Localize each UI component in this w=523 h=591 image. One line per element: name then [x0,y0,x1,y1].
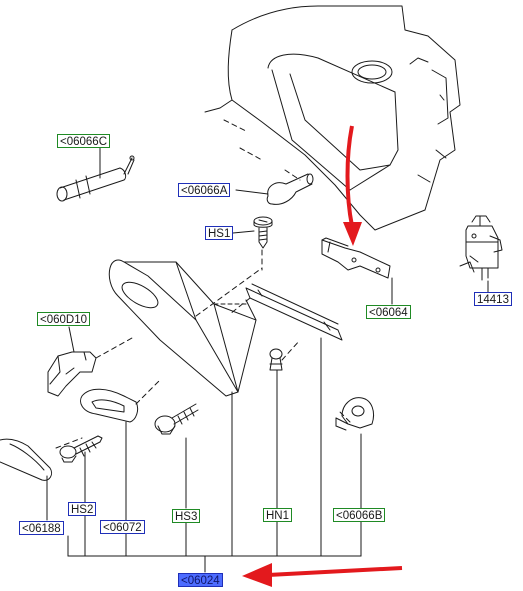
label-hs3[interactable]: HS3 [172,509,201,523]
switch-14413-part [459,215,503,281]
glovebox-06024-part [108,259,257,397]
screw-hs2-part [59,435,103,463]
red-arrow-left-head [242,563,272,587]
screw-hs1-part [253,216,273,249]
bumper-06072-part [80,388,139,423]
screw-hs3-part [154,403,199,435]
leader-lines [46,147,489,573]
label-06066b[interactable]: <06066B [333,508,386,522]
latch-060d10-part [47,351,97,397]
label-060d10[interactable]: <060D10 [37,312,90,326]
red-arrows [242,125,403,587]
clip-hn1-part [269,348,283,371]
hook-06066b-part [335,397,375,431]
bracket-06064-part [321,237,391,279]
label-14413[interactable]: 14413 [474,292,512,306]
red-arrow-down-head [343,222,362,246]
label-hs2[interactable]: HS2 [68,502,97,516]
label-06188[interactable]: <06188 [19,521,64,535]
label-06072[interactable]: <06072 [100,520,145,534]
pad-06188-part [0,438,53,481]
red-arrow-down [345,125,354,227]
label-06066c[interactable]: <06066C [57,134,110,148]
label-06064[interactable]: <06064 [366,305,411,319]
dashboard-outline [204,5,461,231]
pivot-06066a-part [266,173,314,205]
label-06024[interactable]: <06024 [178,573,223,587]
hinge-strip-part [245,283,343,341]
label-hn1[interactable]: HN1 [263,508,293,522]
label-hs1[interactable]: HS1 [205,226,234,240]
red-arrow-left [267,566,403,577]
pin-06066c-part [56,155,135,202]
label-06066a[interactable]: <06066A [178,183,231,197]
dashed-projection-lines [55,249,351,449]
